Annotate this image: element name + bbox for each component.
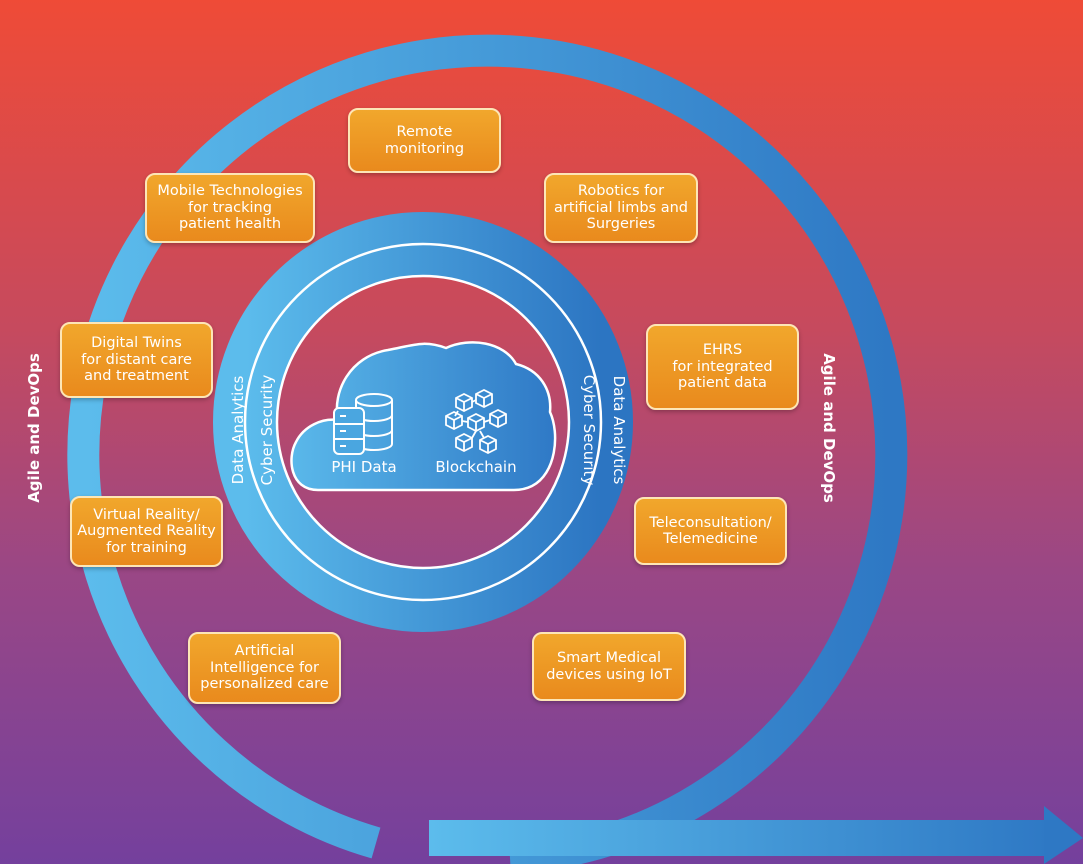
tech-box-virtual-reality: Virtual Reality/ Augmented Reality for t… (70, 496, 223, 567)
data-analytics-label-left: Data Analytics (229, 375, 247, 484)
tech-box-artificial-intelligence: Artificial Intelligence for personalized… (188, 632, 341, 704)
data-analytics-label-right: Data Analytics (610, 376, 628, 485)
cyber-security-label-right: Cyber Security (580, 375, 598, 486)
tech-box-ehrs: EHRS for integrated patient data (646, 324, 799, 410)
tech-box-digital-twins: Digital Twins for distant care and treat… (60, 322, 213, 398)
agile-devops-label-right: Agile and DevOps (820, 353, 838, 503)
database-icon (333, 393, 393, 455)
inner-ring-edge (275, 274, 571, 570)
phi-data-label: PHI Data (331, 458, 397, 476)
agile-devops-ring (67, 34, 908, 864)
blockchain-cubes-icon (445, 388, 507, 455)
tech-box-teleconsultation: Teleconsultation/ Telemedicine (634, 497, 787, 565)
tech-box-smart-medical-devices: Smart Medical devices using IoT (532, 632, 686, 701)
tech-box-mobile-technologies: Mobile Technologies for tracking patient… (145, 173, 315, 243)
tech-box-robotics: Robotics for artificial limbs and Surger… (544, 173, 698, 243)
inner-ring-divider (243, 242, 603, 602)
agile-devops-label-left: Agile and DevOps (25, 353, 43, 503)
tech-box-remote-monitoring: Remote monitoring (348, 108, 501, 173)
cyber-security-label-left: Cyber Security (258, 375, 276, 486)
arrow-right-icon (429, 806, 1083, 864)
blockchain-label: Blockchain (435, 458, 517, 476)
